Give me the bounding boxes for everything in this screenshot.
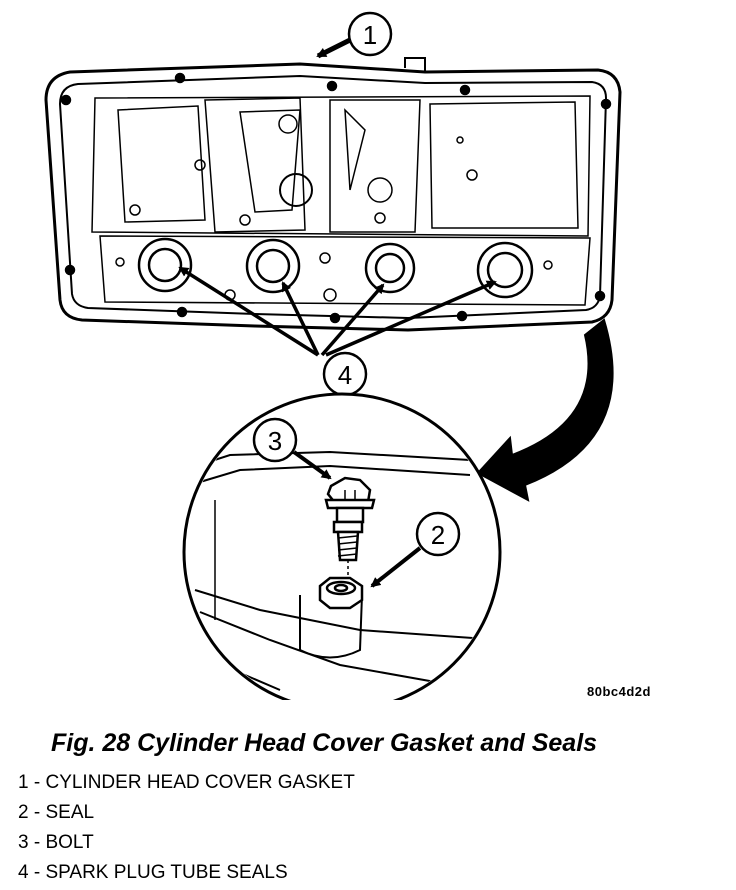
- legend-item: 4 - SPARK PLUG TUBE SEALS: [18, 862, 288, 883]
- callout-1: 1: [316, 11, 393, 59]
- callout-4: [178, 266, 497, 357]
- detail-arrow: [476, 318, 614, 502]
- bolt: [324, 476, 376, 562]
- legend-list: 1 - CYLINDER HEAD COVER GASKET 2 - SEAL …: [18, 768, 355, 888]
- figure-caption: Fig. 28 Cylinder Head Cover Gasket and S…: [51, 729, 598, 757]
- seal: [318, 576, 364, 610]
- callout-3: 3: [252, 417, 332, 480]
- callout-2: 2: [370, 511, 461, 588]
- legend-item: 1 - CYLINDER HEAD COVER GASKET: [18, 772, 355, 793]
- diagram-illustration: 1 4: [44, 11, 622, 700]
- detail-view: [182, 392, 502, 700]
- svg-text:4: 4: [338, 360, 352, 390]
- legend-item: 2 - SEAL: [18, 802, 95, 823]
- cylinder-head-cover: [44, 57, 622, 332]
- svg-text:3: 3: [268, 426, 282, 456]
- legend-item: 3 - BOLT: [18, 832, 94, 853]
- callout-4-label: 4: [322, 351, 368, 397]
- image-code: 80bc4d2d: [587, 684, 651, 699]
- svg-text:1: 1: [363, 20, 377, 50]
- svg-text:2: 2: [431, 520, 445, 550]
